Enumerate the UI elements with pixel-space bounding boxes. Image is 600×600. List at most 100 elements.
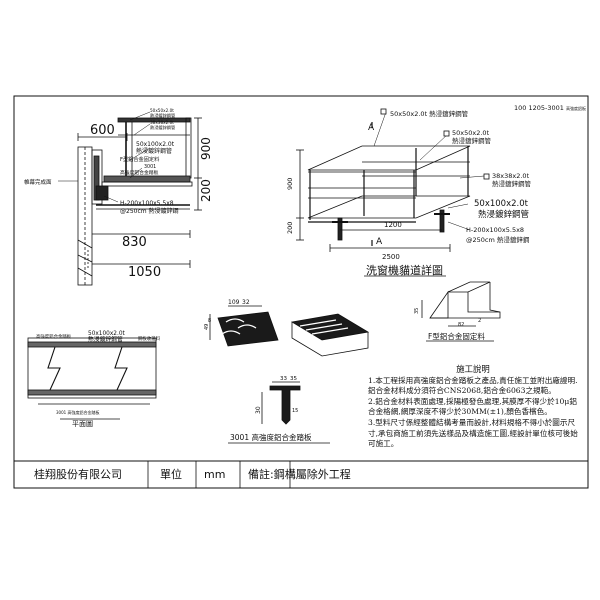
iso-title: 洗窗機貓道詳圖 — [366, 263, 443, 277]
iso-top-rail — [307, 145, 471, 171]
iso-label-pipe-38x38-b: 熱浸鍍鋅鋼管 — [492, 179, 532, 188]
rail-end-post — [185, 117, 192, 179]
leader — [133, 123, 151, 136]
dim-8-label: 8 — [208, 318, 211, 324]
tag-box — [483, 173, 490, 180]
label-h-beam: H-200x100x5.5x8 — [120, 200, 174, 207]
label-3001-b: 高強度鋁合金踏板 — [120, 169, 159, 176]
note-item-3: 3.型料尺寸係經整體結構考量而設計,材料規格不得小於圖示尺寸,承包商施工前須先送… — [368, 417, 578, 449]
leader — [419, 133, 449, 161]
top-rail — [117, 117, 191, 123]
label-pipe-38x38: 38x38x2.0t — [150, 120, 174, 125]
dim-32-label: 32 — [242, 299, 250, 306]
grating-slots — [299, 319, 349, 335]
leader — [459, 175, 485, 179]
leader — [447, 203, 469, 209]
label-pipe-50x50: 50x50x2.0t — [150, 108, 174, 113]
tag-box — [443, 130, 450, 137]
construction-notes: 施工說明 1.本工程採用高強度鋁合金踏板之產品,責任施工並附出廠證明.鋁合金材料… — [368, 364, 578, 450]
iso-label-pipe-top: 50x50x2.0t 熱浸鍍鋅鋼管 — [390, 109, 469, 118]
iso-label-pipe-50x50-b: 熱浸鍍鋅鋼管 — [452, 136, 492, 145]
iso-label-pipe-50x50: 50x50x2.0t — [452, 129, 490, 137]
break-line — [114, 346, 128, 391]
wall-hatch — [77, 239, 93, 277]
grating-left — [217, 311, 279, 347]
f-profile-detail — [421, 281, 501, 342]
iso-label-pipe-50x100: 50x100x2.0t — [474, 199, 529, 209]
dim-35-label: 35 — [290, 376, 297, 382]
iso-dim-900: 900 — [286, 178, 294, 190]
plan-outline — [27, 337, 157, 399]
dim-15-label: 15 — [292, 408, 298, 414]
iso-h-beam — [337, 217, 343, 241]
section-a-bottom: A — [376, 237, 383, 247]
f-profile-web — [430, 292, 501, 319]
h-beam-section — [95, 185, 109, 201]
plan-edge-top — [27, 341, 157, 348]
catwalk-iso-drawing — [296, 108, 490, 277]
dim-600: 600 — [90, 123, 115, 138]
plan-label-plate: 高強度鋁合金踏板 — [36, 333, 72, 340]
walkway-plate — [103, 175, 191, 183]
dim-109-label: 109 — [228, 299, 240, 306]
leader — [447, 221, 471, 231]
iso-dim-1200-label: 1200 — [384, 221, 402, 229]
tag-box — [380, 108, 387, 115]
label-pipe-50x50-b: 熱浸鍍鋅鋼管 — [150, 112, 175, 119]
plate-cross-section — [269, 385, 301, 425]
sheet-code-suffix: 高強度鋁板 — [566, 105, 586, 111]
f-profile-title: F型鋁合金固定料 — [428, 331, 485, 341]
section-a-top: A — [368, 123, 375, 133]
note-item-1: 1.本工程採用高強度鋁合金踏板之產品,責任施工並附出廠證明.鋁合金材料成分須符合… — [368, 375, 578, 396]
dim-830: 830 — [122, 235, 147, 250]
plate-support — [101, 181, 193, 187]
dim-33-label: 33 — [280, 376, 287, 382]
leader — [373, 111, 387, 147]
leader — [129, 147, 151, 161]
notes-title: 施工說明 — [456, 364, 490, 374]
remark: 備註:鋼構屬除外工程 — [248, 468, 351, 481]
iso-label-pipe-50x100-b: 熱浸鍍鋅鋼管 — [478, 209, 529, 220]
label-h-beam-b: @250cm 熱浸鍍鋅鋼 — [120, 207, 179, 215]
f-profile-edge — [489, 282, 501, 313]
grating-holes — [221, 318, 257, 335]
plan-title: 平面圖 — [72, 420, 93, 428]
sheet-code: 100 1205-3001 — [514, 104, 564, 112]
plan-label-pipe: 50x100x2.0t — [88, 331, 126, 337]
iso-dim-200: 200 — [286, 222, 294, 234]
break-line — [47, 346, 61, 391]
iso-label-pipe-38x38: 38x38x2.0t — [492, 172, 530, 180]
plan-label-pipe-b: 熱浸鍍鋅鋼管 — [88, 335, 123, 343]
company-name: 桂翔股份有限公司 — [34, 468, 122, 481]
grating-right — [290, 313, 370, 341]
dim-200: 200 — [199, 179, 213, 202]
plate-title: 3001 高強度鋁合金踏板 — [230, 432, 312, 442]
label-pipe-50x100: 50x100x2.0t — [136, 141, 175, 148]
leader — [129, 111, 151, 121]
leader — [103, 195, 119, 203]
f-profile-top — [447, 281, 491, 293]
leader — [129, 167, 143, 179]
note-item-2: 2.鋁合金材料表面處理,採陽極發色處理,其膜厚不得少於10μ鋁合金格網,網厚深度… — [368, 396, 577, 417]
section-detail: 600 900 200 830 1050 — [58, 111, 213, 286]
dim-1050: 1050 — [128, 265, 161, 280]
plan-view — [27, 337, 157, 420]
f-dim-2-label: 2 — [478, 318, 481, 324]
dim-30-label: 30 — [255, 406, 262, 414]
sheet-border — [13, 95, 589, 489]
grating-right-side — [291, 322, 369, 357]
dim-900: 900 — [199, 137, 213, 160]
plan-edge-bottom — [27, 389, 157, 396]
label-3001: 3001 — [144, 164, 156, 170]
f-dim-35-label: 35 — [414, 308, 420, 314]
dim-49-label: 49 — [204, 324, 210, 330]
iso-h-beam — [439, 209, 445, 233]
curtain-mullion — [91, 149, 103, 205]
plan-label-edge: 鋼板收邊料 — [138, 335, 161, 342]
iso-label-h-beam: H-200x100x5.5x8 — [466, 226, 524, 234]
label-f-profile: F型鋁合金固定料 — [120, 155, 159, 163]
label-pipe-50x100-b: 熱浸鍍鋅鋼管 — [136, 147, 172, 155]
label-wall-finish: 帷幕完成面 — [24, 178, 52, 186]
plate-detail — [209, 305, 370, 444]
